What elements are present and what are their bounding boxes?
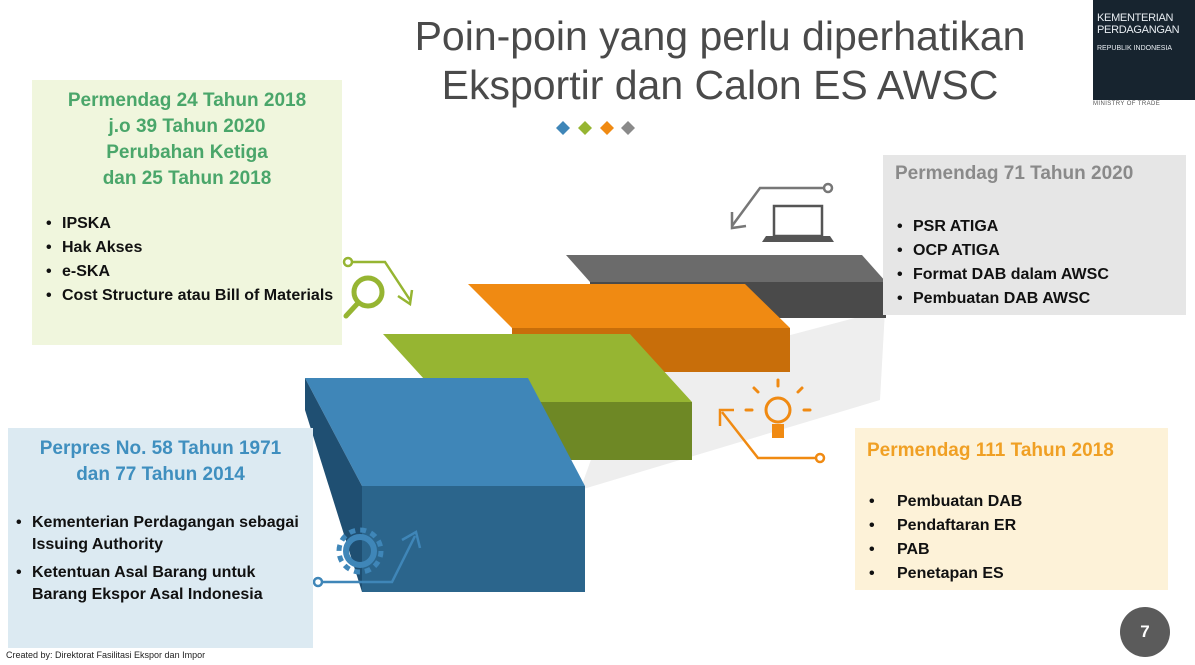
heading-line: Perpres No. 58 Tahun 1971	[39, 438, 282, 459]
logo-line-1: KEMENTERIAN	[1097, 12, 1174, 24]
box-heading: Permendag 24 Tahun 2018 j.o 39 Tahun 202…	[32, 88, 342, 192]
slide-title: Poin-poin yang perlu diperhatikan Ekspor…	[360, 12, 1080, 110]
green-connector-arrow	[342, 256, 414, 307]
logo-line-3: REPUBLIK INDONESIA	[1097, 45, 1173, 52]
magnifier-icon	[343, 275, 385, 319]
gray-connector-arrow	[730, 182, 834, 230]
diamond-decoration	[556, 121, 635, 135]
box-heading: Permendag 111 Tahun 2018	[867, 440, 1114, 461]
footer-credit: Created by: Direktorat Fasilitasi Ekspor…	[6, 650, 206, 660]
list-item: Ketentuan Asal Barang untuk Barang Ekspo…	[14, 562, 313, 606]
heading-line: Permendag 24 Tahun 2018	[67, 90, 307, 111]
list-item: OCP ATIGA	[895, 239, 1186, 263]
regulation-box-gray: Permendag 71 Tahun 2020 PSR ATIGA OCP AT…	[883, 155, 1186, 315]
list-item: Hak Akses	[44, 236, 342, 260]
bullet-list: IPSKA Hak Akses e-SKA Cost Structure ata…	[44, 212, 342, 308]
step-blue	[305, 378, 585, 592]
lightbulb-icon	[744, 378, 812, 438]
page-number-badge: 7	[1120, 607, 1170, 657]
regulation-box-green: Permendag 24 Tahun 2018 j.o 39 Tahun 202…	[32, 80, 342, 345]
heading-line: dan 77 Tahun 2014	[76, 464, 245, 485]
ministry-logo: KEMENTERIAN PERDAGANGAN REPUBLIK INDONES…	[1093, 0, 1195, 107]
heading-line: Perubahan Ketiga	[106, 142, 268, 163]
heading-line: j.o 39 Tahun 2020	[108, 116, 266, 137]
orange-connector-arrow	[718, 408, 826, 464]
bullet-list: Kementerian Perdagangan sebagai Issuing …	[14, 512, 313, 606]
heading-line: dan 25 Tahun 2018	[102, 168, 272, 189]
list-item: e-SKA	[44, 260, 342, 284]
list-item: IPSKA	[44, 212, 342, 236]
list-item: Cost Structure atau Bill of Materials	[44, 284, 342, 308]
bullet-list: Pembuatan DAB Pendaftaran ER PAB Penetap…	[867, 490, 1168, 586]
laptop-icon	[762, 204, 834, 242]
list-item: Pembuatan DAB AWSC	[895, 287, 1186, 311]
box-heading: Perpres No. 58 Tahun 1971 dan 77 Tahun 2…	[8, 436, 313, 488]
regulation-box-orange: Permendag 111 Tahun 2018 Pembuatan DAB P…	[855, 428, 1168, 590]
list-item: Kementerian Perdagangan sebagai Issuing …	[14, 512, 313, 556]
bullet-list: PSR ATIGA OCP ATIGA Format DAB dalam AWS…	[895, 215, 1186, 311]
logo-line-4: MINISTRY OF TRADE	[1093, 101, 1161, 107]
list-item: Penetapan ES	[867, 562, 1168, 586]
list-item: Pembuatan DAB	[867, 490, 1168, 514]
regulation-box-blue: Perpres No. 58 Tahun 1971 dan 77 Tahun 2…	[8, 428, 313, 648]
logo-line-2: PERDAGANGAN	[1097, 24, 1180, 36]
list-item: Pendaftaran ER	[867, 514, 1168, 538]
box-heading: Permendag 71 Tahun 2020	[895, 163, 1134, 184]
title-line-1: Poin-poin yang perlu diperhatikan	[414, 13, 1026, 59]
blue-connector-arrow	[312, 530, 422, 588]
list-item: PAB	[867, 538, 1168, 562]
list-item: Format DAB dalam AWSC	[895, 263, 1186, 287]
list-item: PSR ATIGA	[895, 215, 1186, 239]
gear-icon	[336, 527, 384, 575]
title-line-2: Eksportir dan Calon ES AWSC	[441, 62, 999, 108]
